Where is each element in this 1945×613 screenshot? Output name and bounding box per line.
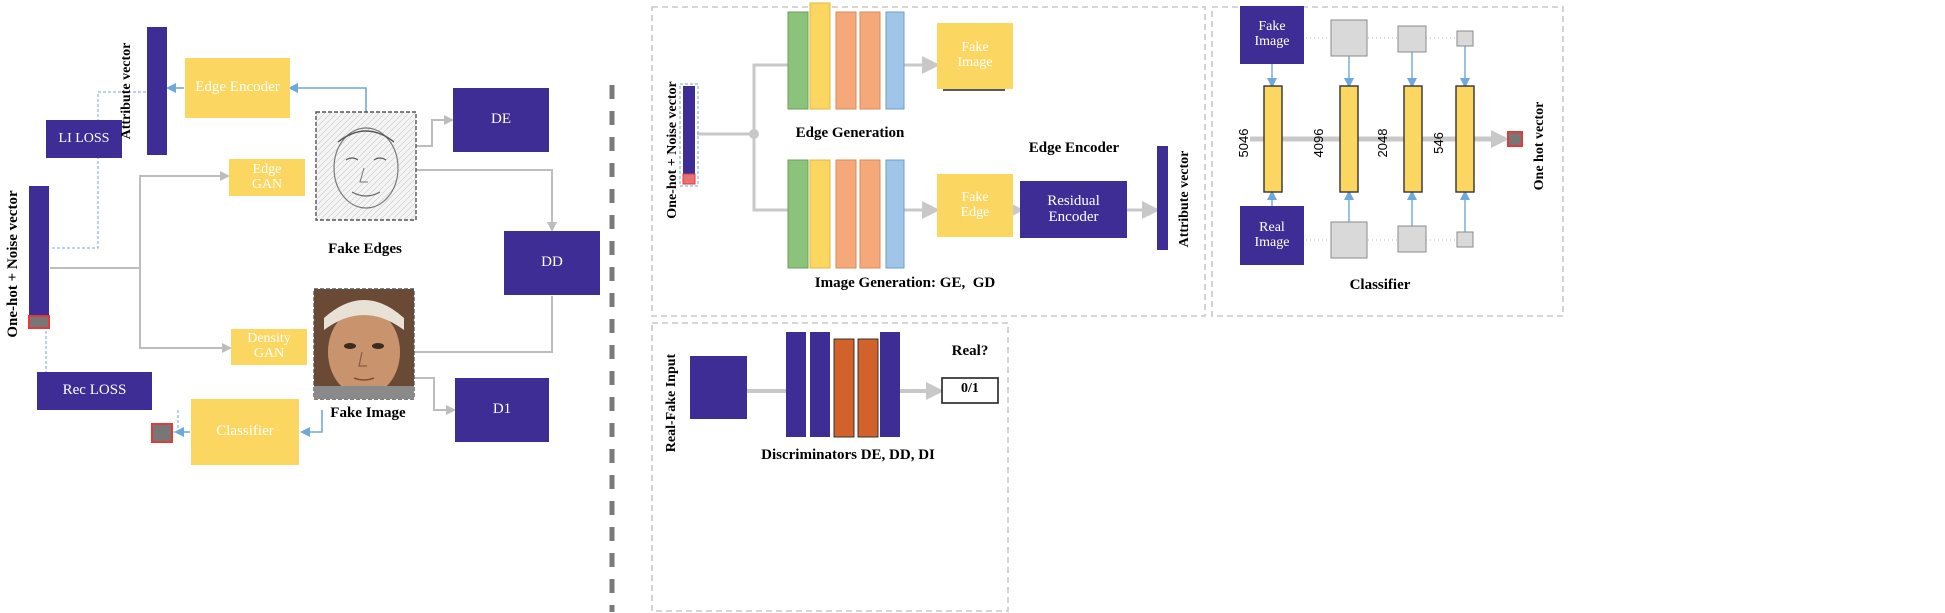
residual-encoder-label: Residual Encoder xyxy=(1047,192,1100,225)
cls-fake-image-box xyxy=(1240,6,1304,64)
cls-fc-layer-4 xyxy=(1455,85,1475,193)
fake-edges-caption: Fake Edges xyxy=(328,241,402,258)
disc-layers xyxy=(786,332,900,438)
density-gan-label: Density GAN xyxy=(247,331,291,361)
edge-gan-label: Edge GAN xyxy=(251,161,283,192)
classifier-blue-arrows xyxy=(1267,46,1470,232)
disc-output-box xyxy=(941,377,999,404)
edge-generation-caption: Edge Generation xyxy=(795,125,905,142)
image-generation-caption: Image Generation: GE, GD xyxy=(814,275,996,292)
cls-fake-image-label: Fake Image xyxy=(1254,19,1290,49)
edge-encoder-title: Edge Encoder xyxy=(1028,140,1120,157)
cls-dim-3: 2048 xyxy=(1374,128,1390,158)
de-label: DE xyxy=(491,111,511,128)
gen-fake-image-label: Fake Image xyxy=(957,40,993,70)
dd-label: DD xyxy=(541,254,563,271)
left-blue-arrows xyxy=(166,83,367,437)
li-loss-box xyxy=(46,120,122,158)
attribute-vector-bar xyxy=(147,27,167,155)
cls-output-square xyxy=(1507,131,1523,147)
disc-output-value: 0/1 xyxy=(961,380,979,396)
image-generation-layers xyxy=(787,159,905,269)
rec-loss-box xyxy=(37,372,152,410)
generator-panel xyxy=(651,6,1206,317)
noise-vector-bar xyxy=(29,186,49,316)
classifier-dotted-lines xyxy=(1306,37,1456,241)
density-gan-box xyxy=(231,329,307,365)
gen-fake-image-box xyxy=(937,23,1013,89)
dd-box xyxy=(504,231,600,295)
cls-top-feature-3 xyxy=(1456,30,1474,47)
disc-input-label: Real-Fake Input xyxy=(664,353,679,453)
cls-dim-1: 5046 xyxy=(1235,128,1251,158)
disc-input-box xyxy=(690,356,747,419)
fake-edges-image xyxy=(315,111,417,221)
edge-encoder-label: Edge Encoder xyxy=(195,79,280,96)
gen-fake-edge-label: Fake Edge xyxy=(960,190,990,220)
fake-face-image xyxy=(313,288,415,400)
cls-top-feature-1 xyxy=(1330,19,1368,57)
fake-image-caption: Fake Image xyxy=(330,405,406,422)
cls-top-feature-2 xyxy=(1397,25,1427,53)
cls-dim-4: 546 xyxy=(1430,132,1446,154)
cls-bottom-feature-1 xyxy=(1330,221,1368,259)
d1-label: D1 xyxy=(492,401,512,418)
cls-fc-layer-3 xyxy=(1403,85,1423,193)
noise-vector-end xyxy=(28,315,50,329)
cls-bottom-feature-3 xyxy=(1456,231,1474,248)
cls-real-image-label: Real Image xyxy=(1254,219,1290,250)
gen-noise-vector-end xyxy=(682,173,696,185)
edge-encoder-box xyxy=(185,58,290,118)
left-noise-vector-label: One-hot + Noise vector xyxy=(4,190,21,338)
cls-fc-layer-1 xyxy=(1263,85,1283,193)
gen-noise-vector-label: One-hot + Noise vector xyxy=(665,81,680,219)
de-box xyxy=(453,88,549,152)
cls-dim-2: 4096 xyxy=(1310,128,1326,158)
gen-attribute-vector-label: Attribute vector xyxy=(1177,150,1192,248)
cls-bottom-feature-2 xyxy=(1397,225,1427,253)
rec-loss-label: Rec LOSS xyxy=(62,382,127,399)
cls-real-image-box xyxy=(1240,206,1304,265)
discriminator-panel xyxy=(651,322,1009,612)
generator-arrows xyxy=(697,56,1160,219)
li-loss-label: LI LOSS xyxy=(58,130,110,146)
cls-one-hot-label: One hot vector xyxy=(1532,101,1547,191)
edge-generation-layers xyxy=(787,2,905,110)
gen-fake-edge-box xyxy=(937,174,1013,237)
cls-fc-layer-2 xyxy=(1339,85,1359,193)
discriminators-caption: Discriminators DE, DD, DI xyxy=(761,447,935,464)
gen-attribute-vector-bar xyxy=(1157,146,1168,250)
classifier-panel xyxy=(1211,6,1564,317)
residual-encoder-box xyxy=(1020,181,1127,238)
disc-real-question: Real? xyxy=(951,343,989,360)
class-output-square xyxy=(151,423,173,443)
edge-gan-box xyxy=(229,159,305,196)
classifier-caption: Classifier xyxy=(1349,277,1411,294)
classifier-box xyxy=(191,399,299,465)
classifier-label: Classifier xyxy=(216,423,274,440)
gen-noise-vector-bar xyxy=(683,86,695,174)
d1-box xyxy=(455,378,549,442)
left-gray-arrows xyxy=(50,115,557,415)
